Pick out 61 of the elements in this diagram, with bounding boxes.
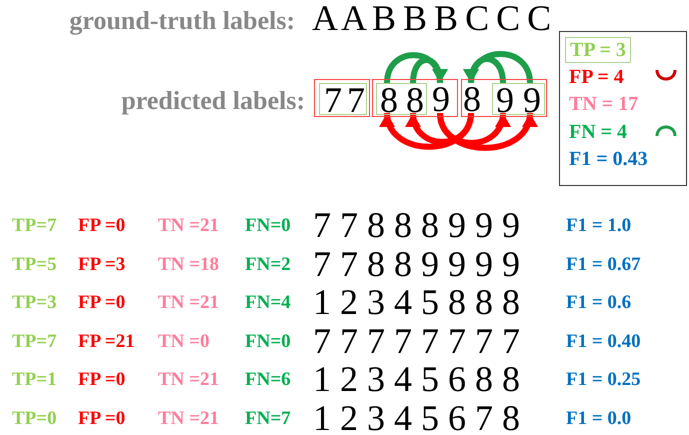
- ground-truth-letters: A A B B B C C C: [312, 0, 550, 36]
- metric-value: FN = 4: [569, 120, 628, 144]
- metric-value: F1 = 0.6: [566, 291, 632, 315]
- metric-value: FP =3: [78, 252, 126, 276]
- metric-value: F1 = 0.25: [566, 368, 641, 392]
- digit-sequence: 1 2 3 4 5 6 7 8: [313, 400, 520, 435]
- metric-value: F1 = 0.67: [566, 252, 641, 276]
- metric-value: F1 = 0.0: [566, 406, 632, 430]
- digit-sequence: 7 7 8 8 9 9 9 9: [313, 246, 520, 282]
- axis-label: ground-truth labels:: [68, 6, 295, 36]
- match-box: [376, 83, 427, 115]
- arrow: [464, 50, 533, 84]
- metric-value: FN=6: [245, 368, 291, 392]
- digit: 8: [404, 85, 426, 115]
- group-box: [461, 79, 547, 117]
- metric-value: TP=1: [12, 368, 57, 392]
- metric-value: FP =0: [78, 214, 126, 238]
- metric-value: FN=4: [245, 291, 291, 315]
- metric-value: TN =21: [158, 291, 219, 315]
- digit: 9: [430, 84, 452, 114]
- metric-value: FP =21: [78, 330, 135, 354]
- metric-value: TN =21: [158, 214, 219, 238]
- metric-value: F1 = 1.0: [566, 214, 632, 238]
- metric-value: TN =0: [158, 330, 210, 354]
- digit-sequence: 1 2 3 4 5 8 8 8: [313, 284, 520, 320]
- arrow: [437, 112, 536, 151]
- metric-value: TP=5: [12, 252, 57, 276]
- digit: 9: [521, 85, 543, 115]
- metric-value: F1 = 0.40: [566, 330, 641, 354]
- metric-value: F1 = 0.43: [569, 147, 648, 171]
- digit: 7: [345, 85, 367, 115]
- metric-value: FP =0: [78, 406, 126, 430]
- metric-value: TP=3: [12, 291, 57, 315]
- digit: 9: [494, 85, 516, 115]
- metric-value: FP = 4: [569, 64, 624, 88]
- match-box: [492, 83, 545, 115]
- digit-sequence: 7 7 7 7 7 7 7 7: [313, 322, 520, 358]
- group-box: [372, 79, 458, 117]
- metric-value: FN=2: [245, 252, 291, 276]
- axis-label: predicted labels:: [120, 86, 305, 116]
- digit-sequence: 1 2 3 4 5 6 8 8: [313, 361, 520, 397]
- metric-value: TP=7: [12, 214, 57, 238]
- metric-value: TN =21: [158, 368, 219, 392]
- digit: 8: [378, 85, 400, 115]
- group-box: [314, 79, 370, 117]
- legend-entry: TP = 3: [565, 37, 631, 63]
- arrow: [406, 112, 474, 145]
- metric-value: TN =21: [158, 406, 219, 430]
- digit: 7: [322, 85, 344, 115]
- metric-value: FN=0: [245, 214, 291, 238]
- digit-sequence: 7 7 8 8 8 9 9 9: [313, 207, 520, 243]
- metric-value: TN = 17: [569, 92, 638, 116]
- metric-value: FP =0: [78, 291, 126, 315]
- metric-value: FN=0: [245, 330, 291, 354]
- metric-value: TP=7: [12, 330, 57, 354]
- metric-value: TN =18: [158, 252, 219, 276]
- metric-value: TP=0: [12, 406, 57, 430]
- match-box: [319, 83, 367, 115]
- metric-value: FN=7: [245, 406, 291, 430]
- metric-value: FP =0: [78, 368, 126, 392]
- digit: 8: [461, 84, 483, 114]
